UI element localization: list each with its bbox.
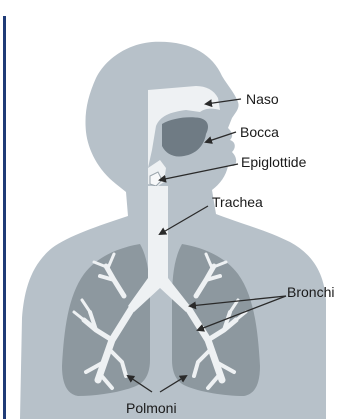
label-polmoni: Polmoni [126,400,177,416]
label-epiglottide: Epiglottide [241,154,307,170]
label-naso: Naso [246,91,279,107]
label-trachea: Trachea [212,194,263,210]
label-bronchi: Bronchi [287,284,334,300]
accent-bar [3,16,6,419]
trachea [148,186,168,280]
label-bocca: Bocca [240,124,279,140]
